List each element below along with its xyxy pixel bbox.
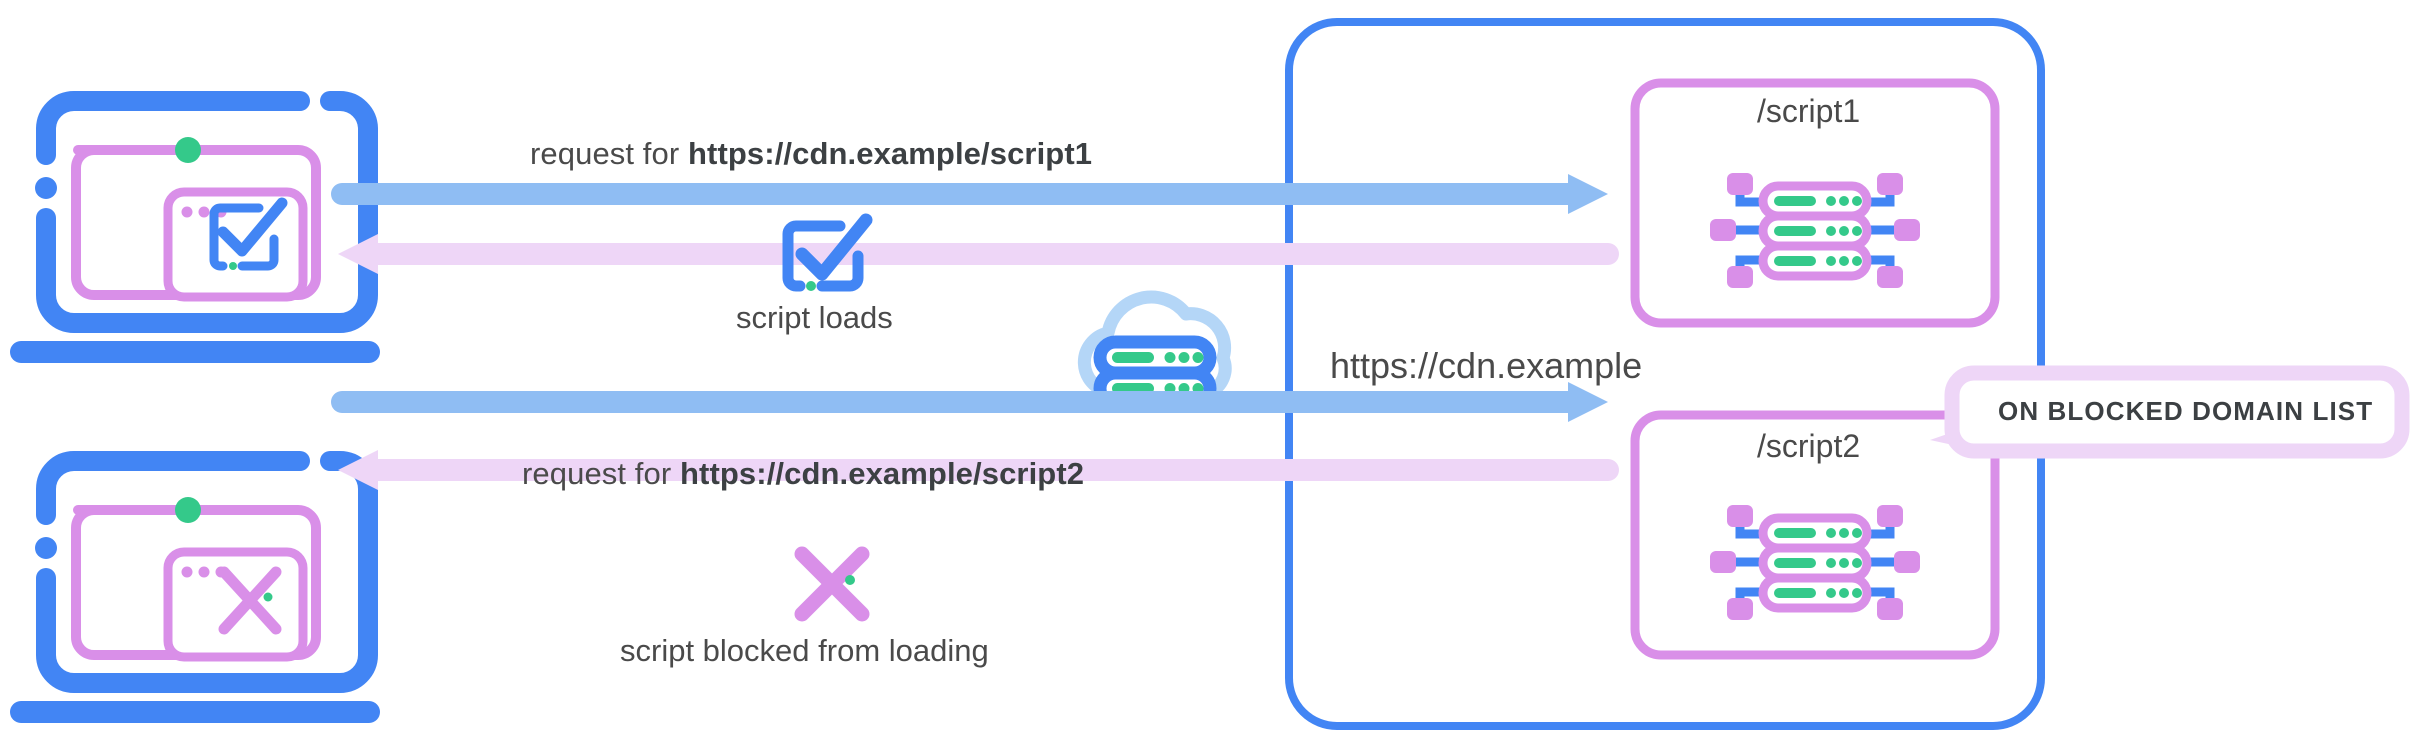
response-arrow-blocked xyxy=(330,448,1620,492)
result-icon-allowed xyxy=(778,212,878,304)
request-label-allowed: request for https://cdn.example/script1 xyxy=(530,136,1092,172)
client-laptop-blocked xyxy=(10,415,380,723)
server-rack-icon-1 xyxy=(1710,168,1920,293)
result-icon-blocked xyxy=(786,538,878,630)
caption-allowed: script loads xyxy=(736,300,893,335)
cdn-domain-label: https://cdn.example xyxy=(1330,345,1643,386)
cross-icon xyxy=(218,566,282,635)
blocked-domain-callout[interactable] xyxy=(1930,365,2410,475)
client-laptop-allowed xyxy=(10,55,380,363)
request-url: https://cdn.example/script2 xyxy=(680,456,1085,491)
server-label-script2: /script2 xyxy=(1757,428,1861,464)
request-url: https://cdn.example/script1 xyxy=(688,136,1093,171)
request-prefix: request for xyxy=(530,136,689,171)
response-arrow-allowed xyxy=(330,232,1620,276)
caption-blocked: script blocked from loading xyxy=(620,633,989,668)
server-label-script1: /script1 xyxy=(1757,93,1861,129)
request-arrow-allowed xyxy=(330,172,1620,216)
blocked-domain-callout-text: ON BLOCKED DOMAIN LIST xyxy=(1998,396,2374,426)
request-arrow-blocked xyxy=(330,380,1620,424)
server-rack-icon-2 xyxy=(1710,500,1920,625)
request-label-blocked: request for https://cdn.example/script2 xyxy=(522,456,1084,492)
server-box-script2 xyxy=(1630,410,2000,660)
server-box-script1 xyxy=(1630,78,2000,328)
request-prefix: request for xyxy=(522,456,681,491)
check-box-icon xyxy=(209,197,288,271)
check-box-icon xyxy=(782,213,873,292)
cross-icon xyxy=(794,546,870,622)
